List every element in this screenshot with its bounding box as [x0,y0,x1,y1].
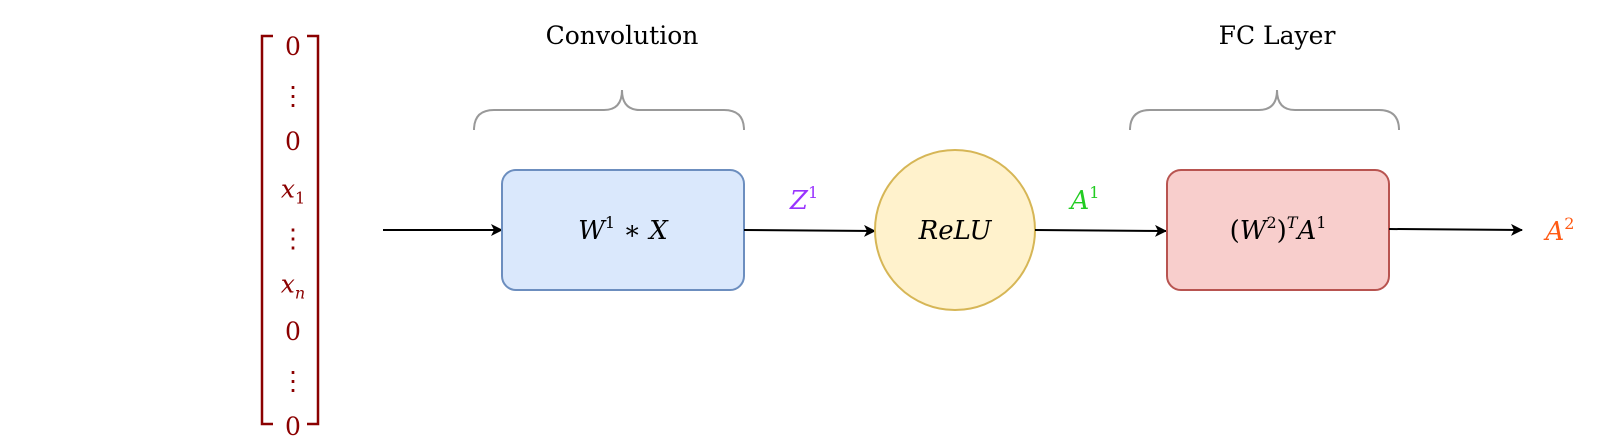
a2-label: A2 [1544,214,1575,247]
vector-entry-zero: 0 [285,412,301,441]
vector-ellipsis: ⋮ [280,367,306,397]
convolution-formula: W1 ∗ X [578,213,669,246]
vector-ellipsis: ⋮ [280,82,306,112]
vector-entry-zero: 0 [285,32,301,61]
z1-arrow [743,224,876,237]
convolution-block: W1 ∗ X [501,169,745,291]
relu-node: ReLU [874,149,1036,311]
fc-layer-label: FC Layer [1219,21,1336,50]
vector-ellipsis: ⋮ [280,224,306,254]
z1-label: Z1 [789,183,818,216]
input-vector: 0 ⋮ 0 x1 ⋮ xn 0 ⋮ 0 [260,32,320,441]
vector-entries: 0 ⋮ 0 x1 ⋮ xn 0 ⋮ 0 [280,32,306,441]
output-arrow [1388,223,1523,236]
vector-entry-x: xn [281,270,305,303]
a1-arrow [1034,224,1167,237]
fc-layer-formula: (W2)TA1 [1230,213,1327,246]
left-bracket [260,34,273,426]
vector-entry-x: x1 [281,175,305,208]
a1-label: A1 [1069,183,1100,216]
fc-layer-brace [1129,89,1400,131]
convolution-brace [473,89,745,131]
convolution-label: Convolution [546,21,699,50]
relu-label: ReLU [918,216,993,246]
right-bracket [307,34,320,426]
vector-entry-zero: 0 [285,317,301,346]
vector-entry-zero: 0 [285,127,301,156]
fc-layer-block: (W2)TA1 [1166,169,1390,291]
